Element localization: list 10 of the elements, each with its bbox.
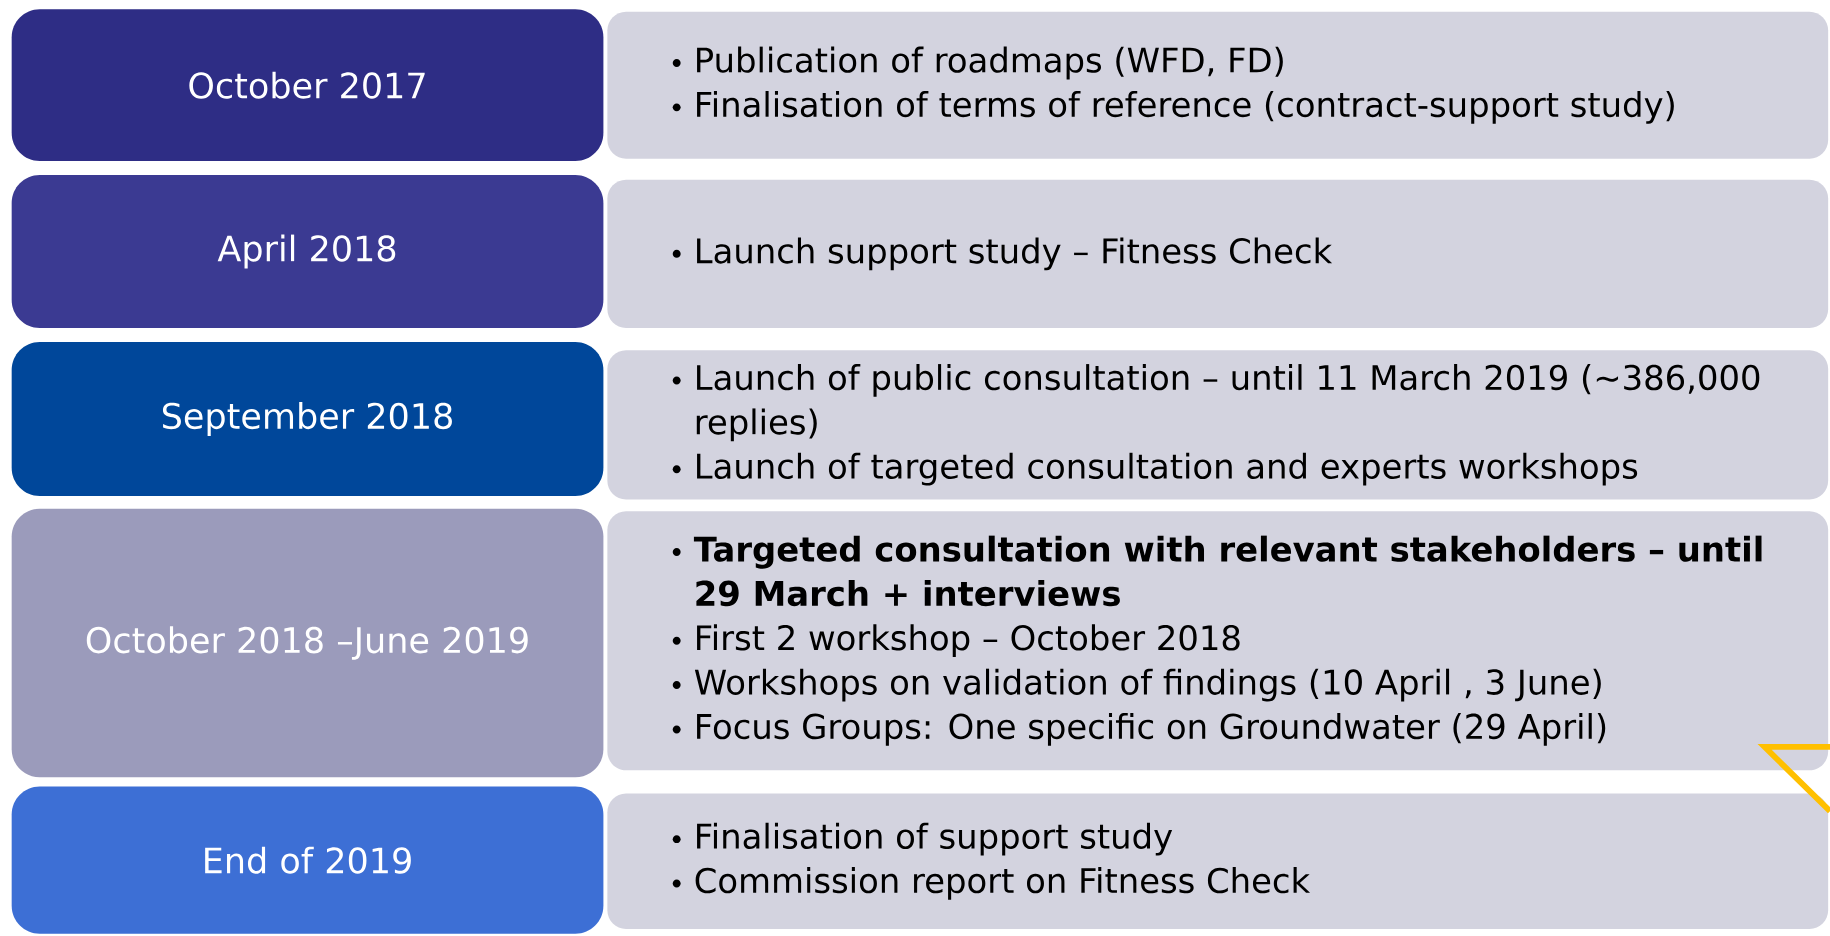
content-panel: Launch of public consultation – until 11 March 2019 (~386,000 replies) Launch of targeted consultation and experts workshops (607, 350, 1829, 500)
date-box: September 2018 (11, 341, 604, 496)
date-box: April 2018 (11, 175, 604, 328)
content-panel: Finalisation of support study Commission report on Fitness Check (607, 793, 1829, 929)
date-box: October 2017 (11, 9, 604, 162)
content-panel: Launch support study – Fitness Check (607, 179, 1829, 328)
content-panel: Targeted consultation with relevant stakeholders – until 29 March + interviews First 2 workshop – October 2018 Workshops on validation of findings (10 April , 3 June) Focus Groups: One specific on Groundwater (29 April) (607, 511, 1829, 771)
content-panel: Publication of roadmaps (WFD, FD) Finalisation of terms of reference (contract-support study) (607, 11, 1829, 159)
date-box: October 2018 –June 2019 (11, 508, 604, 778)
date-box: End of 2019 (11, 786, 604, 934)
